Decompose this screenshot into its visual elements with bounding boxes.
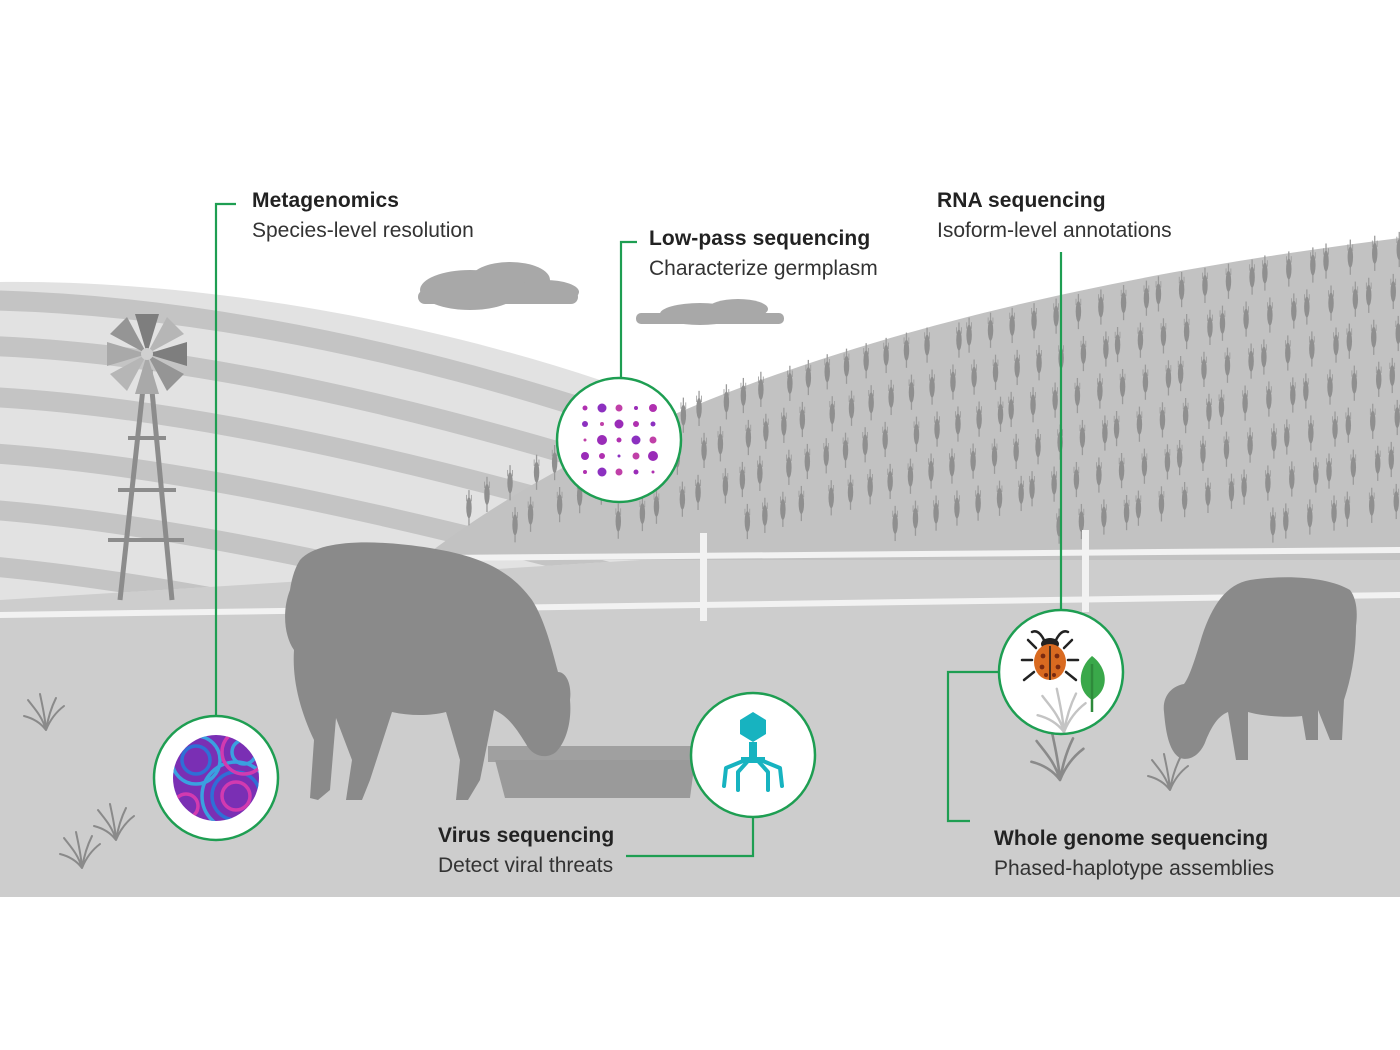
- sequence-dot: [632, 452, 640, 460]
- leaf-icon: [1080, 656, 1105, 712]
- sequence-dot: [649, 436, 657, 444]
- sequence-dot: [583, 438, 587, 442]
- cloud: [636, 299, 784, 325]
- low-pass-title: Low-pass sequencing: [649, 227, 871, 250]
- wgs-subtitle: Phased-haplotype assemblies: [994, 857, 1275, 881]
- cow-silhouette: [1163, 577, 1357, 760]
- virus-subtitle: Detect viral threats: [438, 854, 614, 878]
- sequence-dot: [582, 421, 588, 427]
- dot-matrix-icon: [581, 403, 658, 477]
- low-pass-subtitle: Characterize germplasm: [649, 257, 878, 281]
- sequence-dot: [616, 437, 622, 443]
- connector-lines: [214, 202, 1063, 858]
- rna-callout: RNA sequencing Isoform-level annotations: [937, 188, 1172, 245]
- sequence-dot: [634, 406, 638, 410]
- low-pass-icon-circle: [555, 376, 683, 504]
- sequence-dot: [597, 435, 607, 445]
- sequence-dot: [633, 469, 639, 475]
- rna-subtitle: Isoform-level annotations: [937, 219, 1172, 243]
- rna-title: RNA sequencing: [937, 189, 1106, 212]
- metagenomics-title: Metagenomics: [252, 189, 400, 212]
- wgs-title: Whole genome sequencing: [994, 827, 1269, 850]
- sequence-dot: [597, 467, 607, 477]
- sequence-dot: [631, 435, 641, 445]
- sequence-dot: [600, 422, 604, 426]
- metagenomics-icon-circle: [152, 714, 280, 842]
- sequence-dot: [615, 404, 623, 412]
- water-trough: [488, 746, 700, 798]
- sequence-dot: [617, 454, 621, 458]
- metagenomics-callout: Metagenomics Species-level resolution: [252, 188, 474, 245]
- sequence-dot: [582, 405, 588, 411]
- sequence-dot: [649, 404, 657, 412]
- ladybug-icon: [1020, 630, 1080, 682]
- virus-title: Virus sequencing: [438, 824, 615, 847]
- virus-icon-circle: [689, 691, 817, 819]
- sequence-dot: [650, 421, 656, 427]
- sequence-dot: [597, 403, 607, 413]
- sequence-dot: [581, 452, 589, 460]
- sequence-dot: [648, 451, 658, 461]
- bacteriophage-icon: [722, 712, 784, 792]
- sequence-dot: [599, 453, 605, 459]
- cloud: [418, 262, 579, 310]
- sequence-dot: [651, 470, 655, 474]
- sequence-dot: [583, 470, 587, 474]
- metagenomics-subtitle: Species-level resolution: [252, 219, 474, 243]
- wgs-callout: Whole genome sequencing Phased-haplotype…: [994, 826, 1274, 883]
- low-pass-callout: Low-pass sequencing Characterize germpla…: [649, 226, 878, 283]
- sequence-dot: [614, 419, 624, 429]
- sequence-dot: [633, 421, 639, 427]
- sequence-dot: [615, 468, 623, 476]
- wgs-icon-circle: [997, 608, 1125, 736]
- windmill: [107, 314, 187, 601]
- cow-silhouette: [285, 542, 571, 800]
- virus-callout: Virus sequencing Detect viral threats: [438, 823, 614, 880]
